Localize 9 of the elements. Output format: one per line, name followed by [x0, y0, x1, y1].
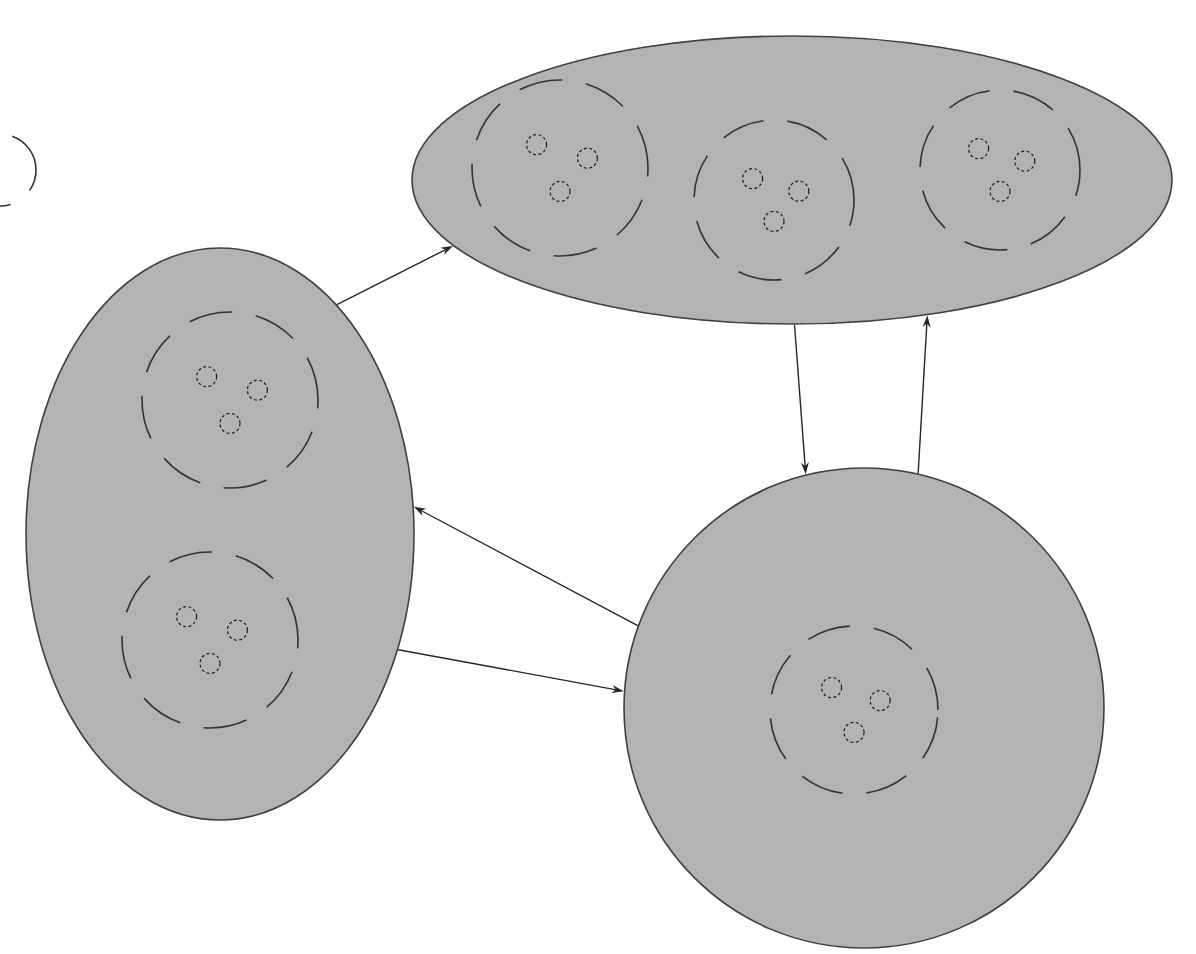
ellipse-region [25, 247, 415, 821]
ellipse-region [411, 35, 1173, 325]
dashed-circle [471, 79, 649, 257]
dashed-circle [141, 311, 319, 489]
dashed-circle [693, 119, 855, 281]
dashed-circle [919, 89, 1081, 251]
dashed-circle [769, 625, 939, 795]
dashed-circle [121, 551, 299, 729]
circle-region [623, 467, 1105, 949]
